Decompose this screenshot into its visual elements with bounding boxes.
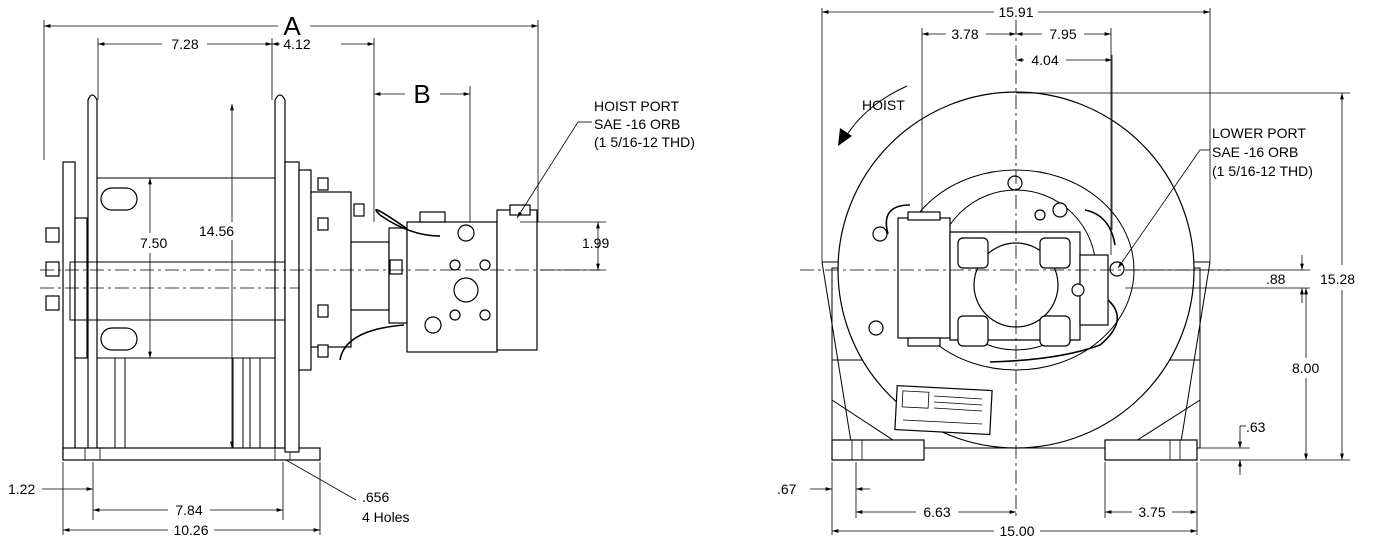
dim-1026: 10.26: [173, 522, 208, 538]
dim-750: 7.50: [140, 235, 167, 251]
hoist-label: HOIST: [862, 97, 905, 113]
dim-063: .63: [1246, 419, 1266, 435]
dim-1456: 14.56: [199, 223, 234, 239]
dim-1528: 15.28: [1320, 271, 1355, 287]
dim-404: 4.04: [1031, 52, 1058, 68]
side-drum: [45, 94, 538, 461]
front-view: 15.91 3.78 7.95 4.04 HOIST LOWER PORT SA…: [777, 4, 1355, 539]
hoist-direction-arrow: [844, 85, 908, 139]
dim-199: 1.99: [582, 235, 609, 251]
dim-378: 3.78: [951, 26, 978, 42]
dim-784: 7.84: [175, 502, 202, 518]
dim-b-label: B: [413, 79, 430, 109]
hoist-port-line3: (1 5/16-12 THD): [594, 134, 695, 150]
dim-795: 7.95: [1049, 26, 1076, 42]
hoist-port-line1: HOIST PORT: [594, 98, 680, 114]
lower-port-line3: (1 5/16-12 THD): [1212, 163, 1313, 179]
dim-375: 3.75: [1138, 504, 1165, 520]
hole-count: 4 Holes: [362, 509, 409, 525]
side-view: A 7.28 4.12 B 7.50 14.56 1.99 HOIST PORT…: [8, 11, 695, 538]
lower-port-line1: LOWER PORT: [1212, 125, 1306, 141]
dim-663: 6.63: [923, 504, 950, 520]
dim-412: 4.12: [283, 36, 310, 52]
dim-a-label: A: [283, 11, 301, 41]
dim-1591: 15.91: [998, 4, 1033, 20]
front-motor: [868, 204, 1125, 363]
lower-port-line2: SAE -16 ORB: [1212, 144, 1298, 160]
dim-800: 8.00: [1292, 360, 1319, 376]
dim-1500: 15.00: [999, 523, 1034, 539]
dim-122: 1.22: [8, 481, 35, 497]
dim-067: .67: [777, 481, 797, 497]
dim-728: 7.28: [171, 36, 198, 52]
nameplate: [894, 384, 993, 436]
hoist-port-line2: SAE -16 ORB: [594, 116, 680, 132]
hole-size: .656: [362, 489, 389, 505]
dim-088: .88: [1266, 271, 1286, 287]
